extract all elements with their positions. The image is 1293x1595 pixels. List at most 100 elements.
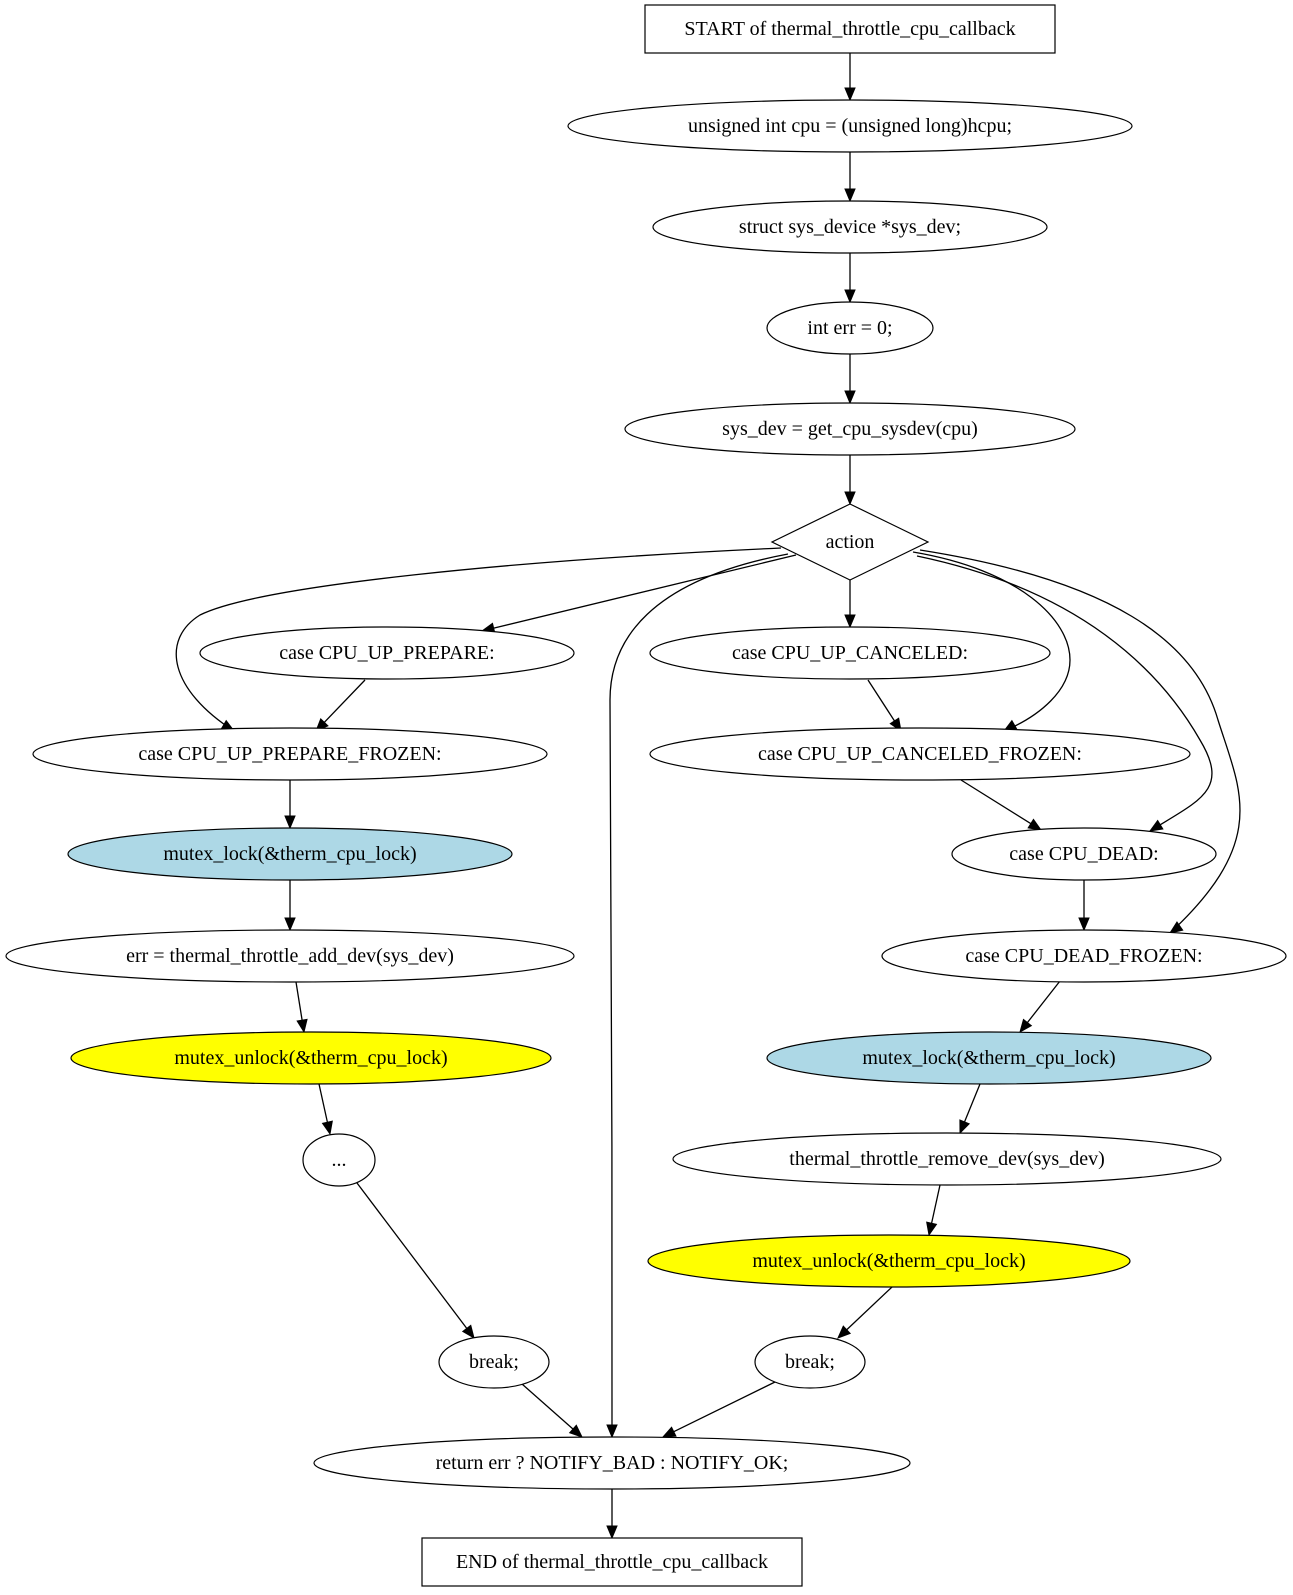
node-ellipse	[32, 727, 548, 781]
edge-n_dead_frozen-to-n_lock_right	[1019, 980, 1061, 1034]
node-label: case CPU_UP_CANCELED:	[732, 642, 968, 664]
node-label: case CPU_UP_PREPARE:	[279, 642, 494, 664]
node-ellipse	[881, 929, 1287, 983]
node-label: thermal_throttle_remove_dev(sys_dev)	[789, 1148, 1104, 1170]
node-n-up-prepare: case CPU_UP_PREPARE:	[199, 626, 575, 680]
edge-line	[1025, 980, 1061, 1025]
node-n-get-sysdev: sys_dev = get_cpu_sysdev(cpu)	[624, 402, 1076, 456]
node-label: break;	[469, 1351, 519, 1373]
edge-n_action-to-n_dead	[916, 555, 1213, 832]
node-ellipse	[199, 626, 575, 680]
node-n-lock-left: mutex_lock(&therm_cpu_lock)	[67, 827, 513, 881]
node-label: case CPU_UP_CANCELED_FROZEN:	[758, 743, 1082, 765]
node-label: action	[826, 531, 875, 553]
edge-arrowhead	[844, 188, 856, 203]
edge-n_action-to-n_return	[606, 553, 789, 1439]
edge-arrowhead	[296, 1018, 308, 1034]
edge-arrowhead	[1027, 818, 1043, 831]
node-ellipse	[5, 929, 575, 983]
node-label: int err = 0;	[807, 317, 892, 339]
edge-line	[295, 981, 304, 1023]
node-n-action: action	[770, 503, 930, 581]
node-ellipse	[649, 727, 1191, 781]
edge-n_lock_left-to-n_add_dev	[284, 880, 296, 932]
edge-line	[175, 547, 782, 732]
edge-arrowhead	[837, 1325, 852, 1339]
edge-arrowhead	[844, 491, 856, 506]
node-box	[421, 1537, 803, 1587]
node-n-cpu: unsigned int cpu = (unsigned long)hcpu;	[567, 99, 1133, 153]
node-label: struct sys_device *sys_dev;	[739, 216, 961, 238]
node-n-up-canceled-frozen: case CPU_UP_CANCELED_FROZEN:	[649, 727, 1191, 781]
node-ellipse	[766, 301, 934, 355]
node-label: sys_dev = get_cpu_sysdev(cpu)	[722, 418, 978, 440]
node-start: START of thermal_throttle_cpu_callback	[644, 4, 1056, 54]
node-label: mutex_unlock(&therm_cpu_lock)	[174, 1047, 447, 1069]
edge-arrowhead	[844, 87, 856, 102]
edge-n_get_sysdev-to-n_action	[844, 455, 856, 506]
node-ellipse	[672, 1132, 1222, 1186]
node-n-lock-right: mutex_lock(&therm_cpu_lock)	[766, 1031, 1212, 1085]
node-n-dead: case CPU_DEAD:	[951, 827, 1217, 881]
edge-line	[322, 679, 366, 725]
edge-line	[960, 779, 1033, 826]
edge-arrowhead	[606, 1424, 618, 1439]
edge-arrowhead	[926, 1221, 938, 1237]
edge-line	[318, 1083, 329, 1125]
edge-n_unlock_right-to-n_break_right	[837, 1286, 893, 1339]
edge-arrowhead	[959, 1119, 971, 1135]
node-label: START of thermal_throttle_cpu_callback	[684, 18, 1015, 40]
node-n-break-right: break;	[754, 1335, 866, 1389]
edge-n_ellipsis-to-n_break_left	[356, 1182, 475, 1340]
edge-arrowhead	[461, 1324, 475, 1340]
edge-arrowhead	[1078, 917, 1090, 932]
edge-line	[356, 1182, 469, 1331]
edge-arrowhead	[844, 390, 856, 405]
node-diamond	[770, 503, 930, 581]
edge-arrowhead	[661, 1426, 677, 1438]
node-label: case CPU_UP_PREPARE_FROZEN:	[138, 743, 441, 765]
node-label: err = thermal_throttle_add_dev(sys_dev)	[126, 945, 454, 967]
edge-line	[671, 1381, 776, 1434]
edge-n_cpu-to-n_sysdev_decl	[844, 152, 856, 203]
edge-n_up_canceled_frozen-to-n_dead	[960, 779, 1043, 831]
node-ellipse	[649, 626, 1051, 680]
node-label: mutex_unlock(&therm_cpu_lock)	[752, 1250, 1025, 1272]
edge-n_break_left-to-n_return	[521, 1383, 583, 1438]
node-label: ...	[332, 1149, 347, 1171]
edge-n_sysdev_decl-to-n_err_decl	[844, 253, 856, 304]
edge-line	[867, 679, 897, 723]
node-n-unlock-left: mutex_unlock(&therm_cpu_lock)	[70, 1031, 552, 1085]
node-box	[644, 4, 1056, 54]
node-n-sysdev-decl: struct sys_device *sys_dev;	[652, 200, 1048, 254]
node-label: END of thermal_throttle_cpu_callback	[456, 1551, 768, 1573]
node-n-up-canceled: case CPU_UP_CANCELED:	[649, 626, 1051, 680]
edge-start-to-n_cpu	[844, 53, 856, 102]
edge-n_err_decl-to-n_get_sysdev	[844, 354, 856, 405]
edge-line	[912, 551, 1071, 732]
node-n-err-decl: int err = 0;	[766, 301, 934, 355]
node-ellipse	[951, 827, 1217, 881]
edge-n_up_prepare_frozen-to-n_lock_left	[284, 780, 296, 830]
node-n-return: return err ? NOTIFY_BAD : NOTIFY_OK;	[313, 1436, 911, 1490]
node-n-up-prepare-frozen: case CPU_UP_PREPARE_FROZEN:	[32, 727, 548, 781]
edge-line	[521, 1383, 575, 1431]
node-ellipse	[313, 1436, 911, 1490]
node-label: return err ? NOTIFY_BAD : NOTIFY_OK;	[436, 1452, 789, 1474]
node-ellipse	[438, 1335, 550, 1389]
edge-n_action-to-n_dead_frozen	[919, 549, 1241, 934]
node-n-dead-frozen: case CPU_DEAD_FROZEN:	[881, 929, 1287, 983]
edge-line	[844, 1286, 893, 1332]
edge-arrowhead	[321, 1120, 333, 1136]
edge-line	[963, 1083, 981, 1124]
edge-arrowhead	[844, 614, 856, 629]
node-ellipse	[70, 1031, 552, 1085]
node-ellipse	[652, 200, 1048, 254]
nodes-layer: START of thermal_throttle_cpu_callbackun…	[5, 4, 1287, 1587]
edge-line	[491, 554, 797, 630]
edge-n_unlock_left-to-n_ellipsis	[318, 1083, 333, 1136]
edge-arrowhead	[1019, 1018, 1033, 1034]
node-label: mutex_lock(&therm_cpu_lock)	[862, 1047, 1115, 1069]
